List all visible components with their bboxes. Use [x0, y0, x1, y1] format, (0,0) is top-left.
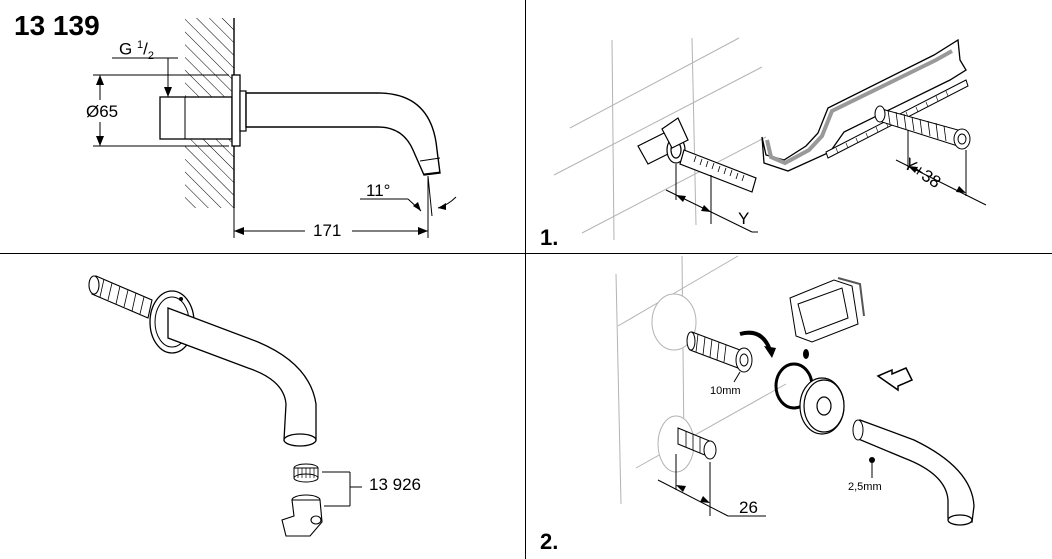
- ruler: [679, 149, 757, 193]
- thread-label: G 1/2: [119, 39, 154, 63]
- diameter-label: Ø65: [86, 102, 119, 121]
- step2-spout: [855, 419, 975, 523]
- vertical-divider: [525, 0, 526, 559]
- model-number: 13 139: [14, 10, 100, 41]
- sealant-package: [789, 277, 865, 343]
- step2-lower-nipple: [677, 427, 717, 460]
- step2-rosette: [799, 377, 845, 435]
- dimension-drawing: [93, 18, 457, 238]
- dim-26: 26: [739, 498, 758, 517]
- step-1-label: 1.: [540, 225, 559, 250]
- installation-gauge: [761, 38, 967, 172]
- tile-grid-2: [615, 255, 787, 505]
- dim-y: Y: [738, 209, 750, 228]
- overview-threaded-nipple: [88, 275, 153, 319]
- length-label: 171: [313, 221, 342, 240]
- panel-overview: 13 926: [0, 254, 525, 559]
- horizontal-divider: [0, 253, 1052, 254]
- rotate-arrow: [739, 330, 772, 351]
- overview-spout: [167, 307, 317, 441]
- wall-fitting: [637, 117, 689, 165]
- step-2-illustration: [615, 255, 975, 526]
- part-number: 13 926: [369, 475, 421, 494]
- panel-dimensions: 13 139: [0, 0, 525, 253]
- aerator: [293, 463, 319, 483]
- angle-label: 11°: [366, 181, 391, 200]
- threaded-nipple: [874, 105, 971, 150]
- spout-overview: [88, 275, 362, 537]
- panel-step-1: Y Y+38 1.: [526, 0, 1052, 253]
- tile-grid: [553, 37, 767, 241]
- note-10mm: 10mm: [710, 385, 741, 397]
- step-2-label: 2.: [540, 529, 559, 554]
- step2-threaded-nipple: [686, 331, 753, 373]
- push-arrow: [876, 367, 914, 392]
- spout: [245, 92, 441, 176]
- step-1-illustration: [553, 37, 987, 241]
- aerator-key: [281, 494, 323, 537]
- note-2-5mm: 2,5mm: [848, 481, 882, 493]
- wall-pipe: [159, 96, 233, 140]
- panel-step-2: 10mm 2,5mm 26 2.: [526, 254, 1052, 559]
- rosette: [231, 74, 241, 147]
